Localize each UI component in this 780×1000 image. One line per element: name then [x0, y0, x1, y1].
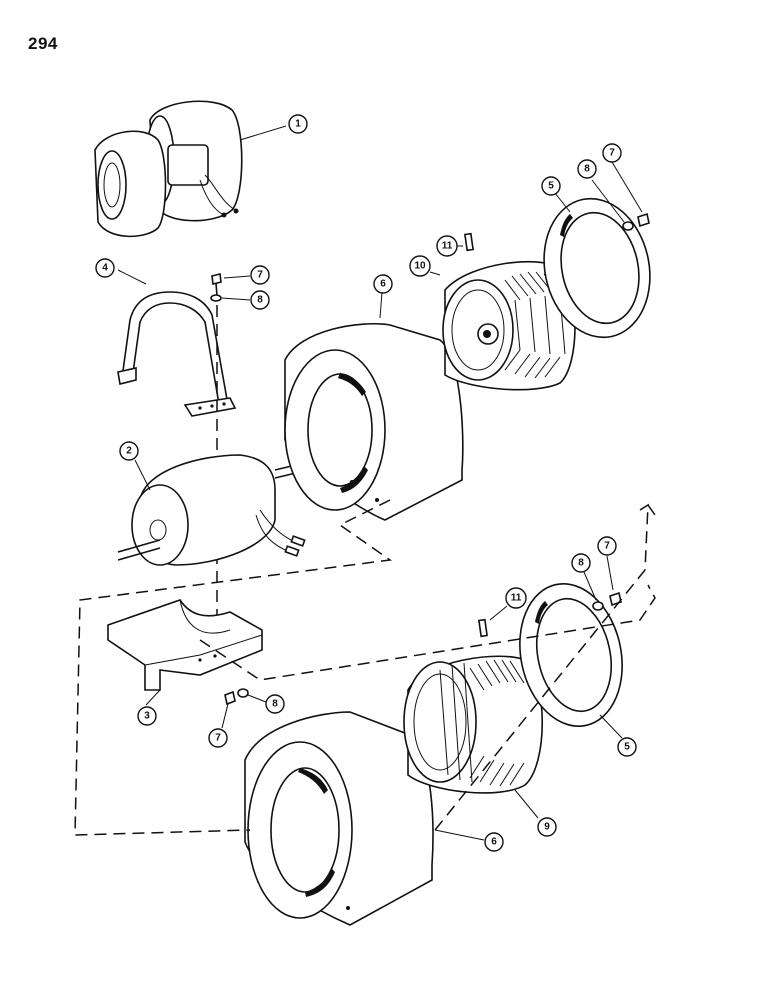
bolt-and-washer-ring-lower [583, 555, 622, 611]
page-number: 294 [28, 34, 58, 53]
callout-8-strap: 8 [250, 290, 270, 310]
callout-label: 8 [257, 295, 263, 306]
callout-label: 1 [295, 119, 301, 130]
callout-label: 8 [578, 558, 584, 569]
callout-label: 11 [511, 593, 522, 604]
blower-motor [117, 454, 306, 566]
motor-bracket [107, 599, 263, 706]
callout-label: 6 [491, 837, 497, 848]
callout-label: 9 [544, 822, 550, 833]
bolt-and-washer-strap [210, 273, 251, 640]
callout-label: 10 [414, 261, 426, 272]
callout-2: 2 [119, 441, 139, 461]
bolt-and-washer-bracket [221, 688, 267, 729]
callout-3: 3 [137, 706, 157, 726]
callout-label: 7 [257, 270, 263, 281]
blower-assembly [94, 100, 287, 238]
callout-label: 8 [272, 699, 278, 710]
housing-ring-upper [543, 192, 651, 339]
callout-5-upper: 5 [541, 176, 561, 196]
callout-5-lower: 5 [617, 737, 637, 757]
callout-7-lower-ring: 7 [597, 536, 617, 556]
set-screw-lower [478, 605, 508, 638]
callout-8-lower-ring: 8 [571, 553, 591, 573]
blower-wheel-upper [429, 260, 576, 391]
callout-label: 8 [584, 164, 590, 175]
callout-4: 4 [95, 258, 115, 278]
callout-7-strap: 7 [250, 265, 270, 285]
callout-7-bracket: 7 [208, 728, 228, 748]
wheel-blades-lower [439, 659, 525, 787]
callout-label: 11 [442, 241, 453, 252]
assembly-leader-lines [74, 499, 656, 836]
callout-6-upper: 6 [373, 274, 393, 294]
set-screw-upper [456, 232, 474, 252]
wheel-blades-upper [504, 271, 566, 379]
callout-label: 6 [380, 279, 386, 290]
bolt-and-washer-ring-upper [591, 161, 650, 231]
callout-11-upper: 11 [436, 235, 458, 257]
callout-10: 10 [409, 255, 431, 277]
blower-housing-upper [284, 291, 464, 521]
callout-label: 7 [609, 148, 615, 159]
callout-label: 5 [548, 181, 554, 192]
callout-9: 9 [537, 817, 557, 837]
callout-label: 7 [215, 733, 221, 744]
callout-1: 1 [288, 114, 308, 134]
callout-6-lower: 6 [484, 832, 504, 852]
callout-label: 2 [126, 446, 132, 457]
callout-label: 5 [624, 742, 630, 753]
blower-wheel-lower [403, 655, 543, 819]
callout-label: 4 [102, 263, 108, 274]
mounting-strap [117, 269, 237, 417]
callout-label: 7 [604, 541, 610, 552]
callout-7-upper-ring: 7 [602, 143, 622, 163]
callout-11-lower: 11 [505, 587, 527, 609]
callout-8-bracket: 8 [265, 694, 285, 714]
callout-8-upper-ring: 8 [577, 159, 597, 179]
callout-label: 3 [144, 711, 150, 722]
blower-housing-lower [244, 711, 485, 926]
